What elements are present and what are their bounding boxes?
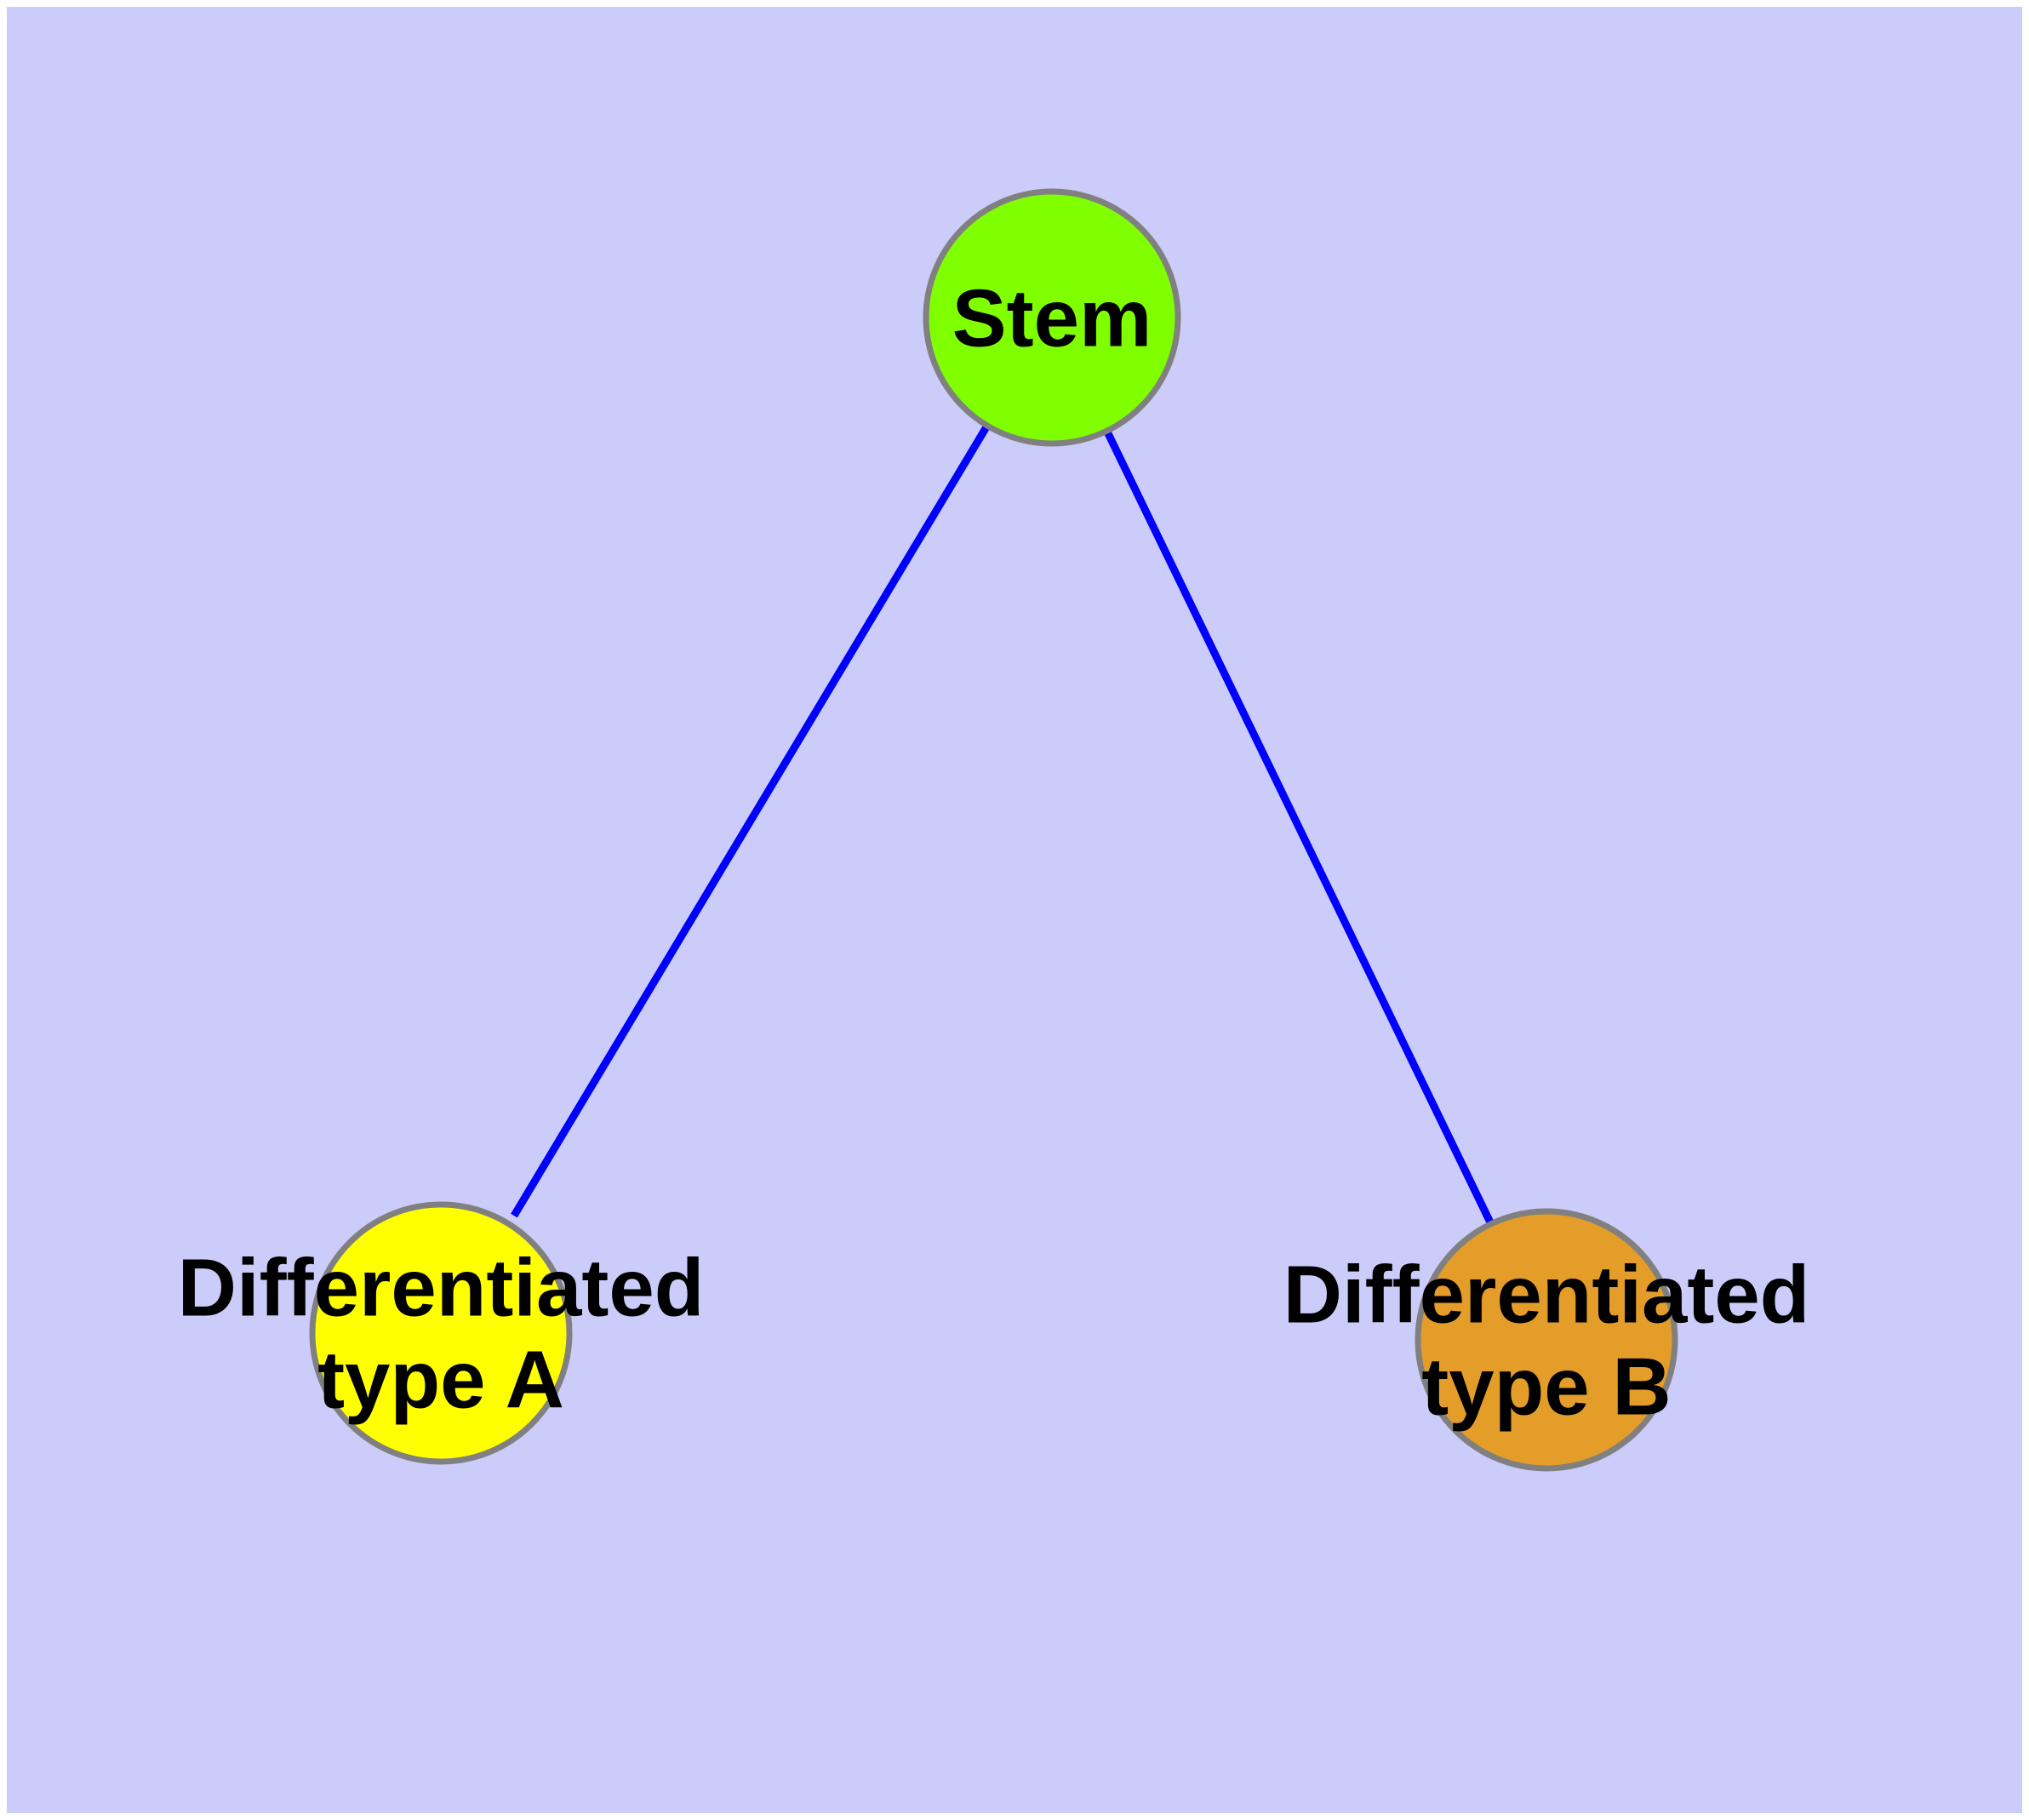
graph-node-diff_a[interactable]: [309, 1201, 573, 1465]
graph-edge-stem-to-b[interactable]: [1048, 316, 1495, 1226]
label-line: Differentiated: [1283, 1250, 1810, 1341]
nodes-layer: [309, 188, 1678, 1472]
graph-node-label-stem: Stem: [952, 273, 1152, 364]
label-line: type B: [1421, 1342, 1671, 1433]
edges-layer: [511, 315, 1495, 1226]
graph-node-diff_b[interactable]: [1415, 1208, 1678, 1472]
label-line: type A: [317, 1335, 564, 1426]
graph-edge-stem-to-a[interactable]: [511, 315, 1055, 1218]
graph-node-stem[interactable]: [923, 188, 1181, 447]
label-line: Stem: [952, 273, 1152, 364]
label-line: Differentiated: [178, 1243, 705, 1334]
